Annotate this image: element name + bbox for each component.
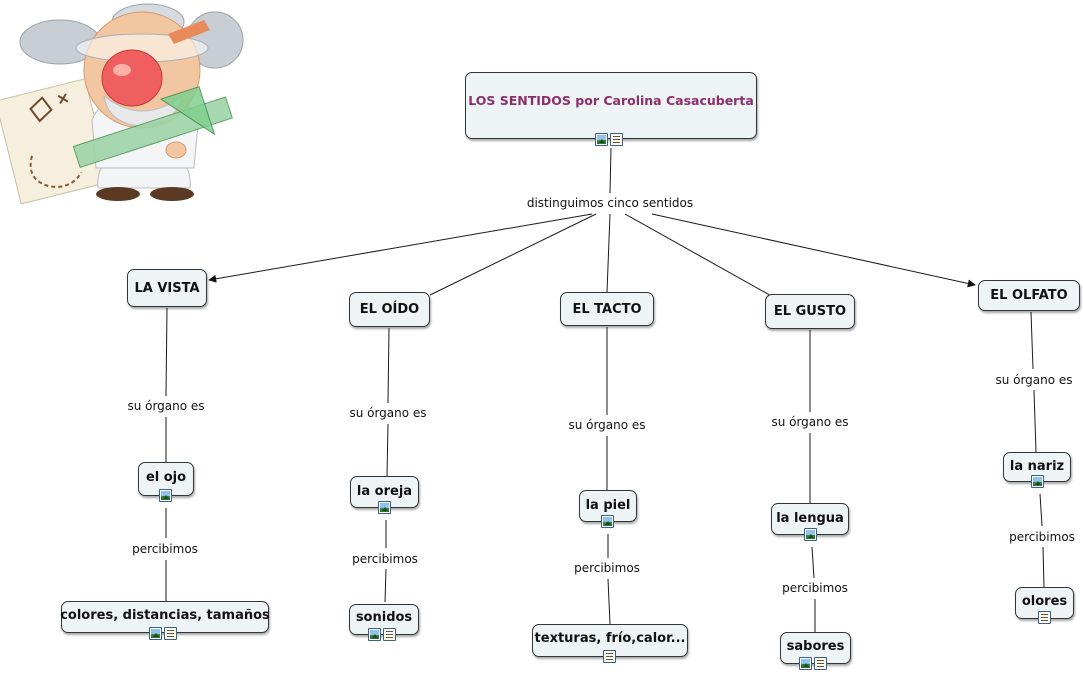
- resource-icons: [159, 489, 172, 502]
- image-resource-icon[interactable]: [378, 501, 391, 514]
- resource-icons: [601, 515, 614, 528]
- professor-mascot-illustration: [0, 3, 244, 205]
- document-resource-icon[interactable]: [610, 133, 623, 146]
- linking-phrase-perceive: percibimos: [350, 552, 420, 566]
- resource-icons: [804, 528, 817, 541]
- arrow-to-la-vista: [208, 213, 593, 283]
- concept-label: EL OLFATO: [990, 288, 1068, 303]
- concept-label: sonidos: [355, 610, 413, 625]
- image-resource-icon[interactable]: [368, 628, 381, 641]
- concept-label: la piel: [585, 497, 631, 513]
- linking-phrase-organ: su órgano es: [993, 373, 1075, 387]
- resource-icons: [799, 657, 827, 670]
- concept-el-gusto[interactable]: EL GUSTO: [765, 294, 855, 329]
- image-resource-icon[interactable]: [804, 528, 817, 541]
- concept-el-oido[interactable]: EL OÍDO: [349, 292, 430, 327]
- resource-icons: [603, 650, 616, 663]
- linking-phrase-organ: su órgano es: [566, 418, 648, 432]
- concept-label: el ojo: [145, 469, 187, 485]
- linking-phrase-root: distinguimos cinco sentidos: [524, 196, 696, 210]
- resource-icons: [149, 627, 177, 640]
- line-to-el-oido: [429, 213, 597, 296]
- linking-phrase-perceive: percibimos: [1007, 530, 1077, 544]
- concept-label: EL GUSTO: [773, 304, 847, 319]
- concept-label: la lengua: [776, 510, 844, 526]
- resource-icons: [1038, 611, 1051, 624]
- document-resource-icon[interactable]: [603, 650, 616, 663]
- arrow-to-el-olfato: [651, 213, 976, 288]
- resource-icons: [378, 501, 391, 514]
- document-resource-icon[interactable]: [814, 657, 827, 670]
- linking-phrase-organ: su órgano es: [347, 406, 429, 420]
- image-resource-icon[interactable]: [159, 489, 172, 502]
- concept-label: sabores: [786, 638, 845, 654]
- concept-label: colores, distancias, tamaños: [60, 607, 270, 623]
- document-resource-icon[interactable]: [1038, 611, 1051, 624]
- linking-phrase-perceive: percibimos: [572, 561, 642, 575]
- root-concept-label: LOS SENTIDOS por Carolina Casacuberta: [468, 93, 754, 108]
- line-to-el-tacto: [606, 213, 611, 293]
- image-resource-icon[interactable]: [799, 657, 812, 670]
- concept-label: EL TACTO: [572, 301, 642, 317]
- concept-label: la oreja: [356, 483, 413, 499]
- linking-phrase-perceive: percibimos: [130, 542, 200, 556]
- linking-phrase-organ: su órgano es: [125, 399, 207, 413]
- concept-label: la nariz: [1009, 458, 1065, 474]
- concept-label: EL OÍDO: [359, 302, 420, 317]
- linking-phrase-perceive: percibimos: [780, 581, 850, 595]
- image-resource-icon[interactable]: [595, 133, 608, 146]
- resource-icons: [368, 628, 396, 641]
- concept-label: olores: [1021, 593, 1068, 609]
- concept-label: LA VISTA: [134, 280, 200, 296]
- concept-el-tacto[interactable]: EL TACTO: [560, 292, 654, 326]
- image-resource-icon[interactable]: [149, 627, 162, 640]
- line-to-el-gusto: [624, 213, 776, 299]
- image-resource-icon[interactable]: [1031, 475, 1044, 488]
- root-concept-node[interactable]: LOS SENTIDOS por Carolina Casacuberta: [465, 72, 757, 139]
- root-resource-icons: [595, 133, 623, 146]
- concept-el-olfato[interactable]: EL OLFATO: [978, 280, 1080, 311]
- resource-icons: [1031, 475, 1044, 488]
- concept-la-vista[interactable]: LA VISTA: [127, 269, 207, 307]
- concept-label: texturas, frío,calor...: [534, 631, 686, 646]
- linking-phrase-organ: su órgano es: [769, 415, 851, 429]
- line-root-to-linking: [609, 147, 612, 194]
- image-resource-icon[interactable]: [601, 515, 614, 528]
- document-resource-icon[interactable]: [164, 627, 177, 640]
- document-resource-icon[interactable]: [383, 628, 396, 641]
